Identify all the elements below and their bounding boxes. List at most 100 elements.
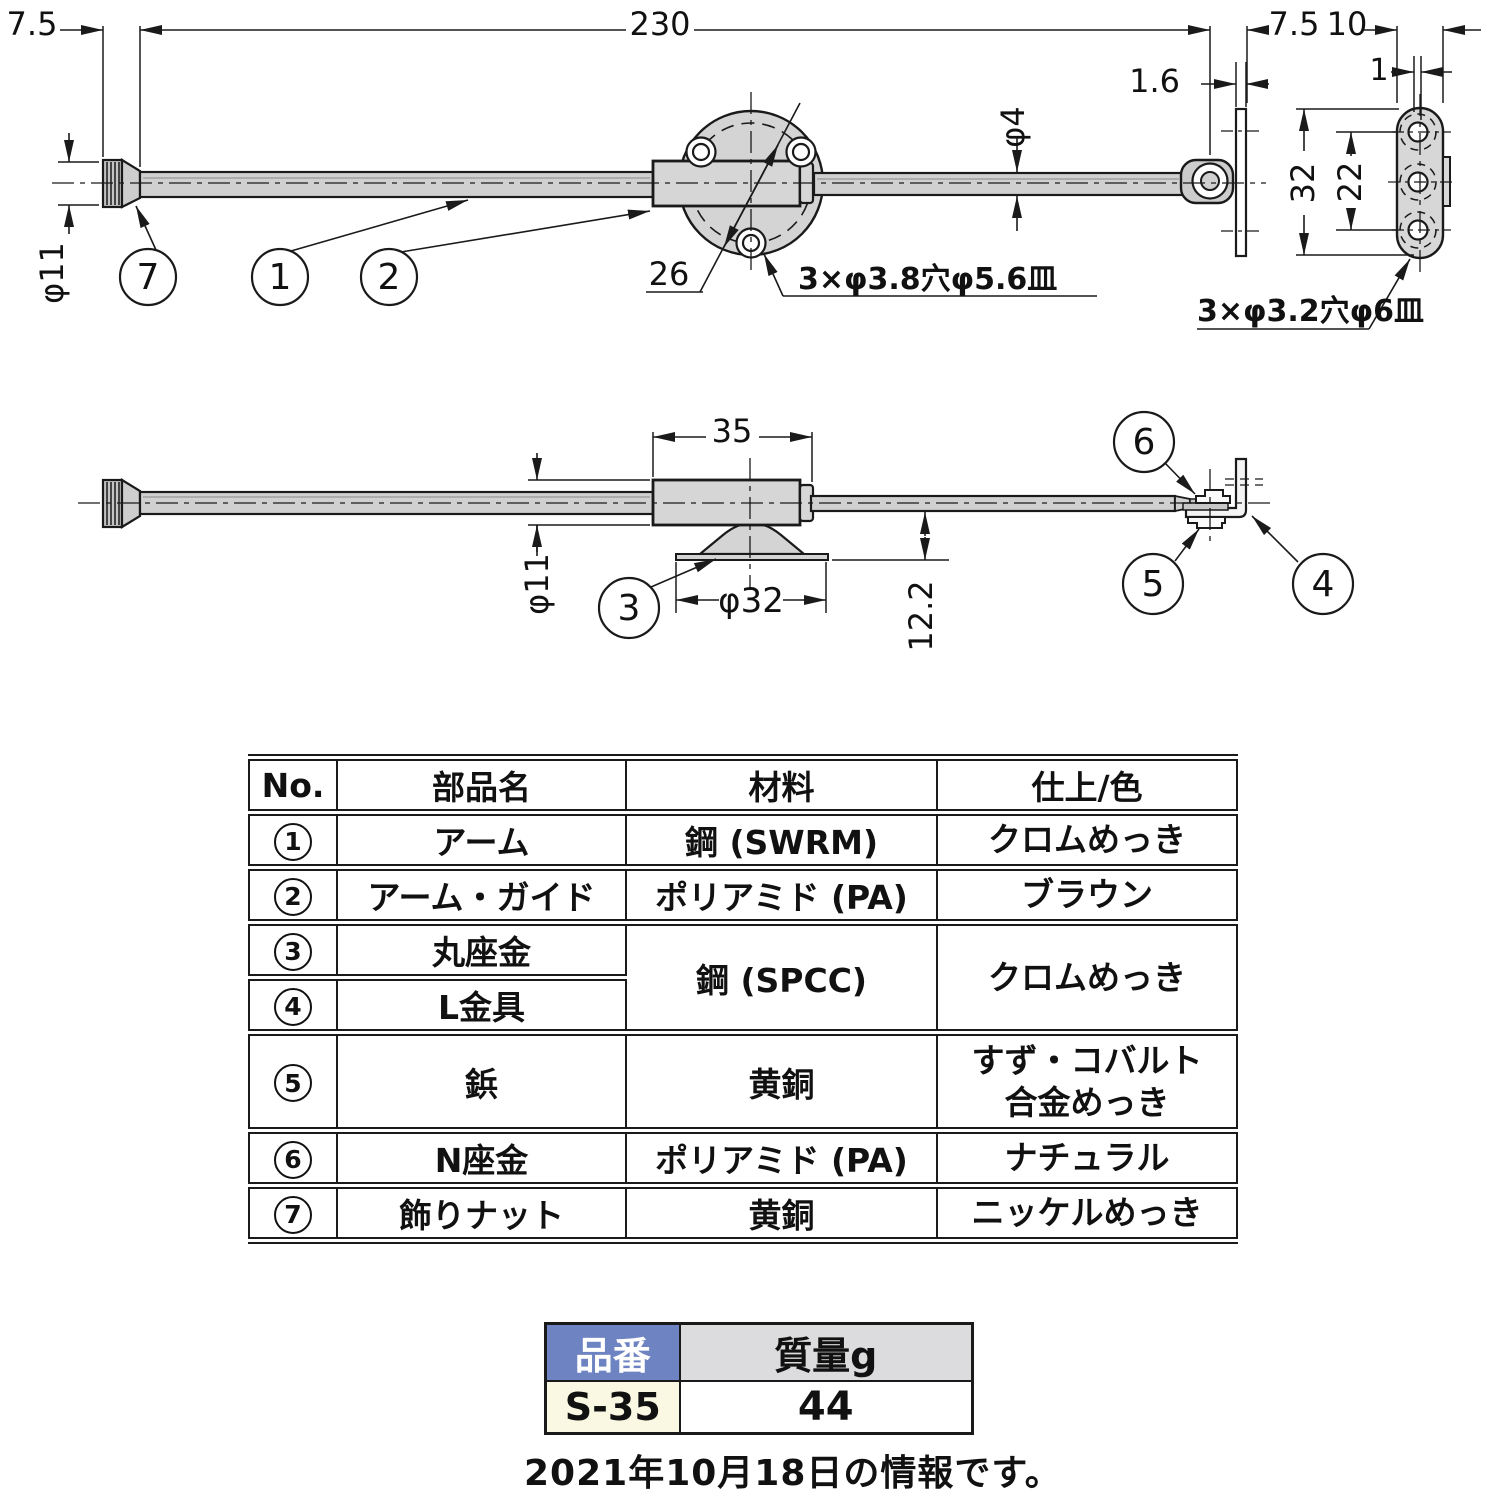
dim-nut-dia: φ11 <box>33 242 71 304</box>
col-header-finish: 仕上/色 <box>936 757 1238 813</box>
part-name: 丸座金 <box>336 922 627 978</box>
table-row: 2 アーム・ガイド ポリアミド (PA) ブラウン <box>248 867 1238 923</box>
dim-plate-length: 32 <box>1284 163 1322 204</box>
arm-eye <box>1182 502 1229 511</box>
part-finish: ブラウン <box>936 867 1238 923</box>
spec-header-part-no: 品番 <box>544 1322 681 1382</box>
info-date-note: 2021年10月18日の情報です。 <box>524 1453 1062 1494</box>
n-washer <box>1195 489 1231 504</box>
callout-6-circle <box>1112 410 1176 474</box>
part-number-badge: 3 <box>274 932 312 971</box>
callout-leaders-top <box>135 199 651 253</box>
part-material: 黄銅 <box>625 1032 938 1131</box>
spec-mass: 44 <box>678 1380 974 1434</box>
table-row: 3 丸座金 鋼 (SPCC) クロムめっき <box>248 922 1238 1033</box>
callout-7-circle <box>118 247 178 307</box>
hidden-lines-side <box>1225 478 1263 486</box>
part-name: 飾りナット <box>336 1185 627 1241</box>
guide-holes <box>685 136 817 259</box>
spec-header-mass: 質量g <box>678 1322 974 1382</box>
centerlines-side <box>78 458 1270 590</box>
callout-1-number: 1 <box>269 257 292 298</box>
part-name: L金具 <box>336 977 627 1033</box>
part-material: 鋼 (SPCC) <box>625 922 938 1033</box>
part-finish: ニッケルめっき <box>936 1185 1238 1241</box>
table-row: 1 アーム 鋼 (SWRM) クロムめっき <box>248 812 1238 868</box>
note-plate-holes: 3×φ3.2穴φ6皿 <box>1197 294 1424 329</box>
dimension-lines-top <box>60 25 1481 330</box>
round-washer-flange <box>675 553 829 561</box>
callout-4-number: 4 <box>1312 564 1335 605</box>
callout-circles-side <box>597 410 1355 640</box>
spec-table-row: S-35 44 <box>544 1380 974 1434</box>
center-marks-top <box>1221 130 1455 232</box>
part-finish: クロムめっき <box>936 812 1238 868</box>
dim-bracket-thickness: 1.6 <box>1129 62 1180 100</box>
spec-part-no: S-35 <box>544 1380 681 1434</box>
note-guide-holes: 3×φ3.8穴φ5.6皿 <box>798 262 1057 297</box>
mounting-plate <box>1395 106 1451 260</box>
part-number-badge: 5 <box>274 1064 312 1103</box>
part-number-badge: 2 <box>274 877 312 916</box>
dim-hole-offset: 1 <box>1369 53 1388 88</box>
callout-5-circle <box>1121 552 1185 616</box>
table-row: 6 N座金 ポリアミド (PA) ナチュラル <box>248 1130 1238 1186</box>
dimension-lines-side <box>532 432 930 605</box>
arm-rod-left <box>138 170 655 199</box>
callout-3-circle <box>597 576 661 640</box>
part-name: N座金 <box>336 1130 627 1186</box>
part-name: 鋲 <box>336 1032 627 1131</box>
callout-circles-top <box>118 247 419 307</box>
arm-rod-right <box>812 171 1184 197</box>
part-finish: ナチュラル <box>936 1130 1238 1186</box>
callout-2-circle <box>359 247 419 307</box>
part-material: 鋼 (SWRM) <box>625 812 938 868</box>
col-header-no: No. <box>248 757 338 813</box>
top-view <box>52 25 1481 330</box>
part-name: アーム <box>336 812 627 868</box>
callout-3-number: 3 <box>618 588 641 629</box>
dim-total-length: 230 <box>629 5 690 43</box>
part-number-badge: 7 <box>274 1195 312 1234</box>
callout-leaders-side <box>650 462 1299 588</box>
l-bracket-side <box>1184 457 1248 519</box>
part-material: 黄銅 <box>625 1185 938 1241</box>
col-header-name: 部品名 <box>336 757 627 813</box>
extension-lines-top <box>58 26 1444 256</box>
top-view-labels: 7.5 230 7.5 10 1 1.6 φ11 φ4 26 3×φ3.8穴φ5… <box>7 5 1424 329</box>
callout-4-circle <box>1291 552 1355 616</box>
callout-7-number: 7 <box>137 257 160 298</box>
dim-nut-offset: 7.5 <box>7 5 58 43</box>
col-header-material: 材料 <box>625 757 938 813</box>
dim-pivot-to-surface: 7.5 <box>1269 5 1320 43</box>
side-view <box>78 410 1355 640</box>
spec-table-header: 品番 質量g <box>544 1322 974 1382</box>
part-number-badge: 1 <box>274 822 312 861</box>
part-number-badge: 6 <box>274 1140 312 1179</box>
dim-bolt-circle: 26 <box>649 255 690 293</box>
centerlines-top <box>52 92 1421 276</box>
dim-washer-dia: φ32 <box>718 581 784 621</box>
table-row: 5 鋲 黄銅 すず・コバルト 合金めっき <box>248 1032 1238 1131</box>
round-washer-neck <box>696 522 808 556</box>
dim-plate-hole-pitch: 22 <box>1331 162 1369 203</box>
part-material: ポリアミド (PA) <box>625 867 938 923</box>
table-row: 7 飾りナット 黄銅 ニッケルめっき <box>248 1185 1238 1241</box>
dim-plate-width: 10 <box>1327 5 1368 43</box>
parts-table-header: No. 部品名 材料 仕上/色 <box>248 757 1238 813</box>
part-finish: すず・コバルト 合金めっき <box>936 1032 1238 1131</box>
rivet <box>1187 516 1226 529</box>
side-view-labels: 35 φ11 φ32 12.2 3 5 6 4 <box>518 412 1334 652</box>
dim-slider-length: 35 <box>712 412 753 450</box>
parts-table: No. 部品名 材料 仕上/色 1 アーム 鋼 (SWRM) クロムめっき 2 … <box>248 754 1238 1244</box>
spec-table: 品番 質量g S-35 44 <box>544 1322 974 1435</box>
callout-6-number: 6 <box>1133 422 1156 463</box>
dim-rod-dia: φ4 <box>994 106 1032 147</box>
part-name: アーム・ガイド <box>336 867 627 923</box>
part-material: ポリアミド (PA) <box>625 1130 938 1186</box>
dimension-drawing: 7.5 230 7.5 10 1 1.6 φ11 φ4 26 3×φ3.8穴φ5… <box>7 5 1481 652</box>
callout-2-number: 2 <box>378 257 401 298</box>
dim-mount-height: 12.2 <box>902 580 940 651</box>
part-finish: クロムめっき <box>936 922 1238 1033</box>
